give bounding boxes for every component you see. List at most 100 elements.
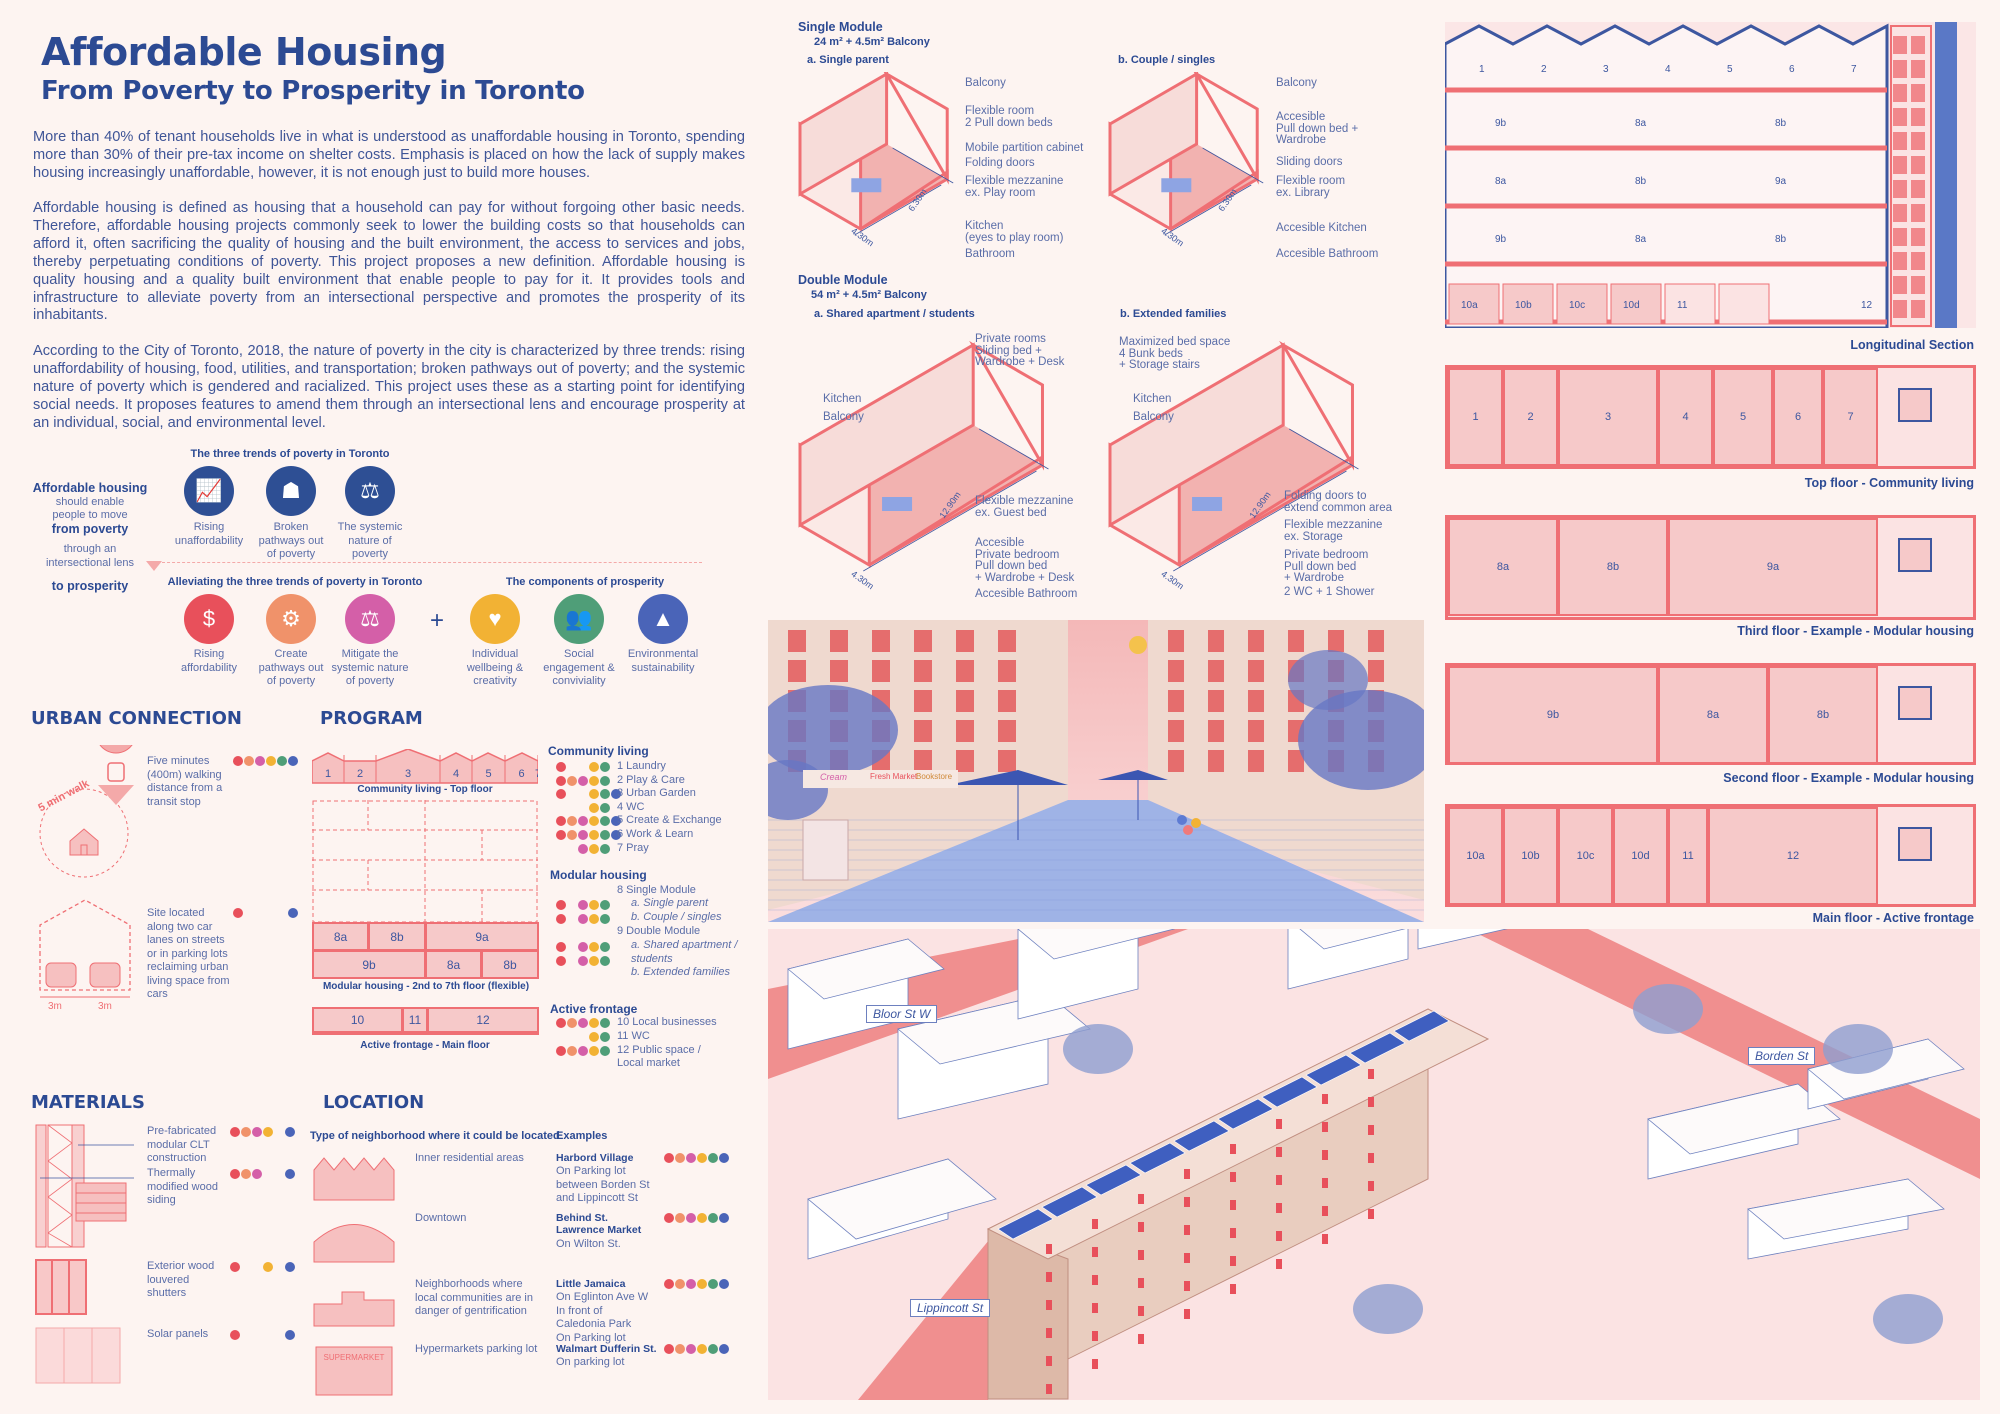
legend-item: 7 Pray	[617, 841, 649, 854]
double-module-axonometrics	[798, 340, 1359, 572]
category-dot	[675, 1279, 685, 1289]
category-dot	[578, 762, 588, 772]
category-dot	[556, 942, 566, 952]
context-building	[1417, 929, 1508, 950]
category-dot	[233, 756, 243, 766]
section-unit-label: 8a	[1495, 176, 1507, 187]
dimension-label: 3m	[98, 1001, 112, 1012]
solar-panels-icon	[35, 1327, 121, 1384]
stair-icon	[1898, 686, 1932, 720]
legend-heading: Modular housing	[550, 868, 647, 882]
category-dot	[263, 1330, 273, 1340]
transit-text: Five minutes (400m) walking distance fro…	[147, 755, 223, 808]
plan-room: 4	[1658, 368, 1713, 466]
intro-paragraph-2: Affordable housing is defined as housing…	[33, 200, 745, 324]
category-dot	[589, 1031, 599, 1042]
site-text: Site located along two car lanes on stre…	[147, 907, 230, 1000]
category-dot	[589, 900, 599, 910]
category-dot	[600, 830, 610, 840]
scales-icon: ⚖	[345, 594, 395, 644]
legend-item: 6 Work & Learn	[617, 828, 694, 840]
street-label: Bloor St W	[866, 1005, 938, 1023]
category-dot	[578, 942, 588, 952]
material-label: Exterior wood louvered shutters	[147, 1260, 215, 1299]
category-dot	[244, 908, 254, 918]
plan-room: 2	[1503, 368, 1558, 466]
category-dot	[600, 900, 610, 910]
feature-dots	[556, 1031, 621, 1042]
category-dot	[252, 1127, 262, 1137]
solar-panel	[1393, 1010, 1450, 1042]
tree	[1633, 984, 1703, 1034]
category-dot	[556, 762, 566, 772]
dimension-label: 3m	[48, 1001, 62, 1012]
category-dot	[719, 1213, 729, 1223]
tree	[1823, 1024, 1893, 1074]
solar-panel	[1217, 1098, 1274, 1130]
program-room: 8b	[368, 922, 426, 951]
category-dot	[686, 1153, 696, 1163]
module-label: Accesible Private bedroom Pull down bed …	[975, 537, 1075, 584]
category-dot	[664, 1279, 674, 1289]
category-dot	[611, 914, 621, 924]
neighborhood-type: Downtown	[415, 1212, 467, 1224]
category-dot	[274, 1169, 284, 1179]
category-dot	[263, 1169, 273, 1179]
program-room-label: 3	[405, 768, 411, 780]
module-label: Accesible Pull down bed + Wardrobe	[1276, 111, 1359, 146]
category-dot	[589, 914, 599, 924]
section-unit-label: 2	[1541, 64, 1547, 75]
category-dot	[230, 1330, 240, 1340]
example-detail: On Parking lot between Borden St and Lip…	[556, 1165, 650, 1204]
feature-dots	[556, 956, 621, 966]
category-dot	[274, 1330, 284, 1340]
tree-sun-icon: ▲	[638, 594, 688, 644]
neighborhood-buildings-icon	[313, 1291, 395, 1327]
stair-icon	[1898, 538, 1932, 572]
category-dot	[233, 908, 243, 918]
material-label: Pre-fabricated modular CLT construction	[147, 1125, 217, 1164]
category-dot	[556, 914, 566, 924]
statement-line: should enable	[55, 495, 125, 508]
transit-pin-icon	[98, 745, 134, 805]
legend-heading: Active frontage	[550, 1002, 638, 1016]
sun-icon	[1129, 636, 1147, 654]
urban-connection-heading: URBAN CONNECTION	[31, 708, 242, 729]
feature-dots	[556, 830, 621, 840]
program-room-label: 1	[325, 768, 331, 780]
street-view-illustration	[768, 620, 1424, 922]
category-dot	[600, 1031, 610, 1042]
solar-panel	[1129, 1142, 1186, 1174]
category-dot	[664, 1153, 674, 1163]
module-label: Flexible mezzanine ex. Play room	[965, 175, 1064, 199]
plan-room: 8b	[1768, 666, 1878, 764]
category-dot	[255, 756, 265, 766]
program-caption: Community living - Top floor	[357, 784, 493, 795]
intro-paragraph-1: More than 40% of tenant households live …	[33, 129, 745, 181]
legend-item: 5 Create & Exchange	[617, 814, 722, 827]
example-name: Walmart Dufferin St.	[556, 1343, 657, 1355]
clt-wall-section-icon	[35, 1124, 134, 1248]
module-label: Accesible Kitchen	[1276, 222, 1367, 234]
location-column-type: Type of neighborhood where it could be l…	[310, 1130, 560, 1142]
module-label: Mobile partition cabinet	[965, 142, 1084, 154]
arrow-down-icon	[146, 561, 162, 571]
feature-dots	[230, 1262, 295, 1272]
hands-dollar-icon: $	[184, 594, 234, 644]
scales-icon: ⚖	[345, 466, 395, 516]
category-dot	[589, 816, 599, 827]
category-dot	[266, 908, 276, 918]
legend-item: 1 Laundry	[617, 760, 666, 772]
program-room-label: 2	[357, 768, 363, 780]
location-heading: LOCATION	[323, 1092, 425, 1113]
louvered-shutters-icon	[35, 1259, 87, 1315]
residential-houses-icon	[313, 1157, 395, 1201]
category-dot	[567, 1032, 577, 1042]
feature-dots	[664, 1279, 729, 1289]
statement-line: to prosperity	[51, 579, 129, 593]
category-dot	[556, 844, 566, 854]
category-dot	[719, 1344, 729, 1354]
module-label: Sliding doors	[1276, 156, 1343, 168]
